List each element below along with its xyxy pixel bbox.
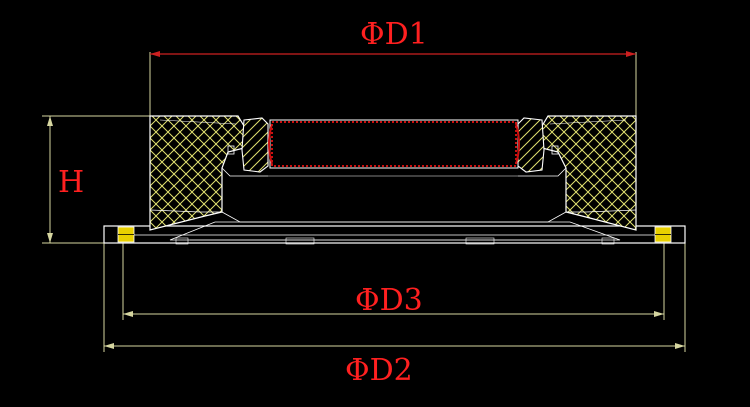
right-inner-ring [517, 117, 545, 173]
dimension-d3: ΦD3 [122, 243, 665, 320]
dimension-h: H [42, 115, 150, 244]
dimension-d1: ΦD1 [149, 17, 637, 116]
bolt-right [654, 226, 672, 243]
dimension-d2: ΦD2 [103, 243, 686, 388]
label-h: H [58, 165, 84, 200]
left-housing [149, 115, 245, 231]
label-d1: ΦD1 [360, 17, 428, 52]
bolt-left [117, 226, 135, 243]
inner-web [221, 145, 567, 223]
label-d3: ΦD3 [355, 283, 423, 318]
center-seal [268, 119, 520, 169]
base-flange [103, 221, 686, 245]
right-housing [541, 115, 637, 231]
label-d2: ΦD2 [345, 353, 413, 388]
left-inner-ring [241, 117, 269, 173]
